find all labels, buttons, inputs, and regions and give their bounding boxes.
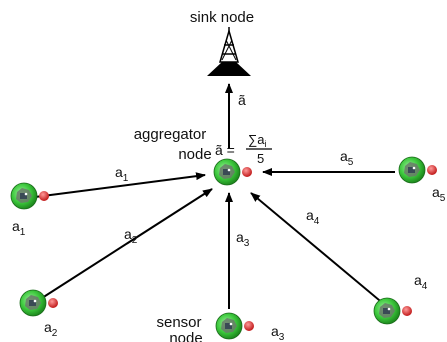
edge-label-a1-sub: 1 — [123, 173, 129, 184]
node-label-a3-sub: 3 — [279, 332, 285, 342]
aggregator-label-line2: node — [178, 146, 211, 163]
edge-label-a5-base: a — [340, 148, 348, 164]
edge-label-a2-sub: 2 — [132, 235, 138, 246]
node-label-a2-sub: 2 — [52, 328, 58, 339]
node-label-a5-base: a — [432, 184, 440, 200]
edge-a4 — [250, 192, 386, 306]
node-label-a1-base: a — [12, 218, 20, 234]
edge-label-a5-sub: 5 — [348, 157, 354, 168]
sensor-node-icon-a3 — [215, 312, 255, 340]
edge-label-a3: a3 — [236, 229, 250, 249]
node-label-a3-base: a — [271, 323, 279, 339]
edge-a1 — [34, 172, 206, 198]
node-label-a1: a1 — [12, 218, 26, 238]
formula-numerator: ∑ai — [248, 132, 267, 149]
sensor-node-icon-a1 — [10, 182, 50, 210]
edge-label-a3-sub: 3 — [244, 238, 250, 249]
aggregator-node-icon — [213, 158, 253, 186]
node-label-a2: a2 — [44, 319, 58, 339]
formula-lhs: ã = — [215, 142, 235, 158]
edge-label-to-sink: ã — [238, 92, 246, 108]
edge-label-a5: a5 — [340, 148, 354, 168]
node-label-a4-base: a — [414, 272, 422, 288]
aggregator-label-line1: aggregator — [134, 126, 207, 143]
formula-denominator: 5 — [257, 151, 264, 166]
sensor-node-icon-a5 — [398, 156, 438, 184]
node-label-a5-sub: 5 — [440, 193, 446, 204]
node-label-a5: a5 — [432, 184, 446, 204]
edge-a2 — [41, 188, 213, 299]
edge-label-a4-base: a — [306, 207, 314, 223]
node-label-a4-sub: 4 — [422, 281, 428, 292]
edge-label-a1: a1 — [115, 164, 129, 184]
edge-label-a3-base: a — [236, 229, 244, 245]
sensor-node-icon-a2 — [19, 289, 59, 317]
aggregation-formula: ã = ∑ai 5 — [215, 132, 272, 166]
node-label-a4: a4 — [414, 272, 428, 292]
edge-label-a4-sub: 4 — [314, 216, 320, 227]
edges — [34, 83, 395, 309]
edge-label-a2-base: a — [124, 226, 132, 242]
node-label-a2-base: a — [44, 319, 52, 335]
sensor-node-icon-a4 — [373, 297, 413, 325]
edge-label-a2: a2 — [124, 226, 138, 246]
formula-numerator-main: ∑a — [248, 132, 265, 147]
sink-tower-icon — [207, 27, 251, 76]
sensor-label-line1: sensor — [156, 314, 201, 331]
formula-numerator-sub: i — [265, 139, 267, 149]
node-label-a3: a3 — [271, 323, 285, 342]
sensor-label-line2: node — [169, 330, 202, 342]
edge-label-a4: a4 — [306, 207, 320, 227]
node-label-a1-sub: 1 — [20, 227, 26, 238]
edge-label-a1-base: a — [115, 164, 123, 180]
sink-node-label: sink node — [190, 9, 254, 26]
